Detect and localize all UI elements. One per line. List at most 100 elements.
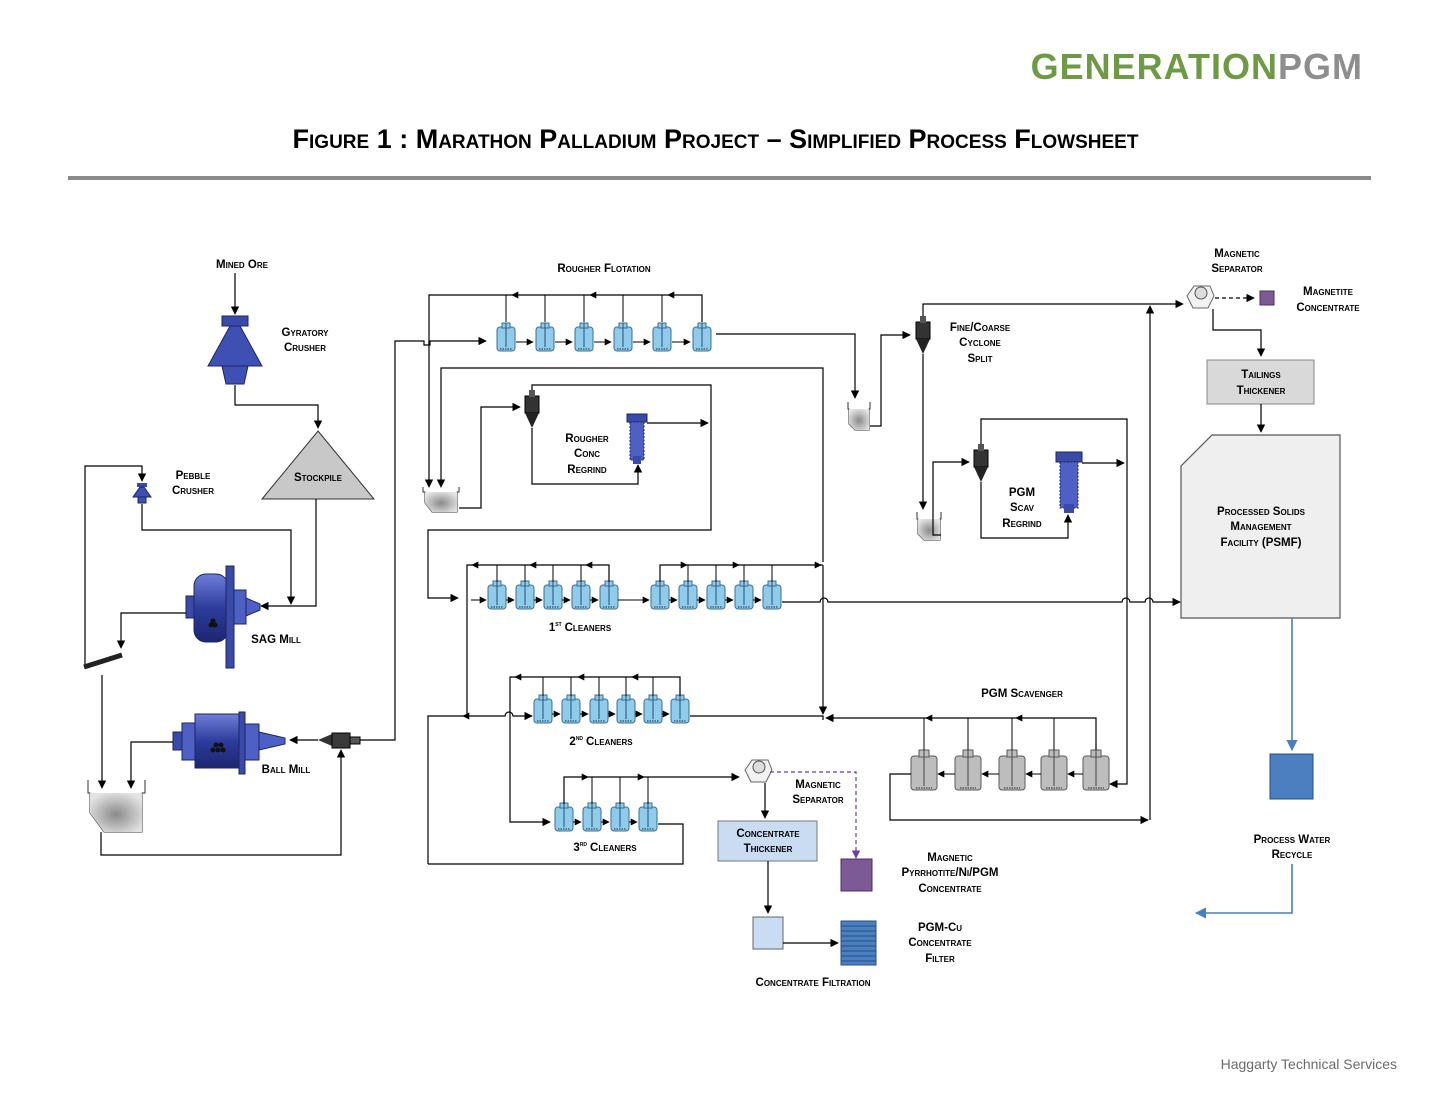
second-cleaner-cell [533,694,553,724]
first-cleaner-cell [678,580,698,610]
gyratory-crusher-icon [207,315,263,385]
ball-mill-icon [172,711,286,775]
label-concentrate-magnetic-separator-line1: Magnetic [795,779,841,791]
second-cleaner-cell [589,694,609,724]
rougher-cell [652,322,672,352]
label-pebble-crusher-line1: Pebble [176,470,211,482]
credit-text: Haggarty Technical Services [1220,1056,1397,1072]
psmf-facility-icon [1180,434,1341,619]
logo-part-pgm: PGM [1277,46,1363,87]
rougher-flotation-cells [496,322,712,352]
label-psmf-line1: Processed Solids [1217,506,1306,518]
rougher-tails-sump-icon [847,402,871,431]
label-concentrate-filtration: Concentrate Filtration [756,977,871,989]
pgm-scav-cyclone-icon [973,443,989,483]
third-cleaner-cells [554,802,658,832]
label-rougher-regrind-line1: Rougher [565,433,609,445]
title-divider [68,176,1371,180]
label-pebble-crusher-line2: Crusher [172,485,214,497]
concentrate-magnetic-separator-icon [744,759,773,783]
first-cleaners-number: 1 [549,622,556,634]
label-concentrate-magnetic-separator-line2: Separator [792,794,843,806]
rougher-cell [613,322,633,352]
label-process-water-line1: Process Water [1254,834,1331,846]
second-cleaner-cell [670,694,690,724]
concentrate-filtration-icon [752,916,784,950]
label-rougher-flotation: Rougher Flotation [557,263,651,275]
label-pgm-cu-line2: Concentrate [908,937,972,949]
company-logo: GENERATIONPGM [1031,46,1363,88]
first-cleaner-cell [543,580,563,610]
label-tailings-thickener-line1: Tailings [1241,369,1281,381]
first-cleaner-cell [650,580,670,610]
label-cyclone-split-line3: Split [967,353,992,365]
pgm-scav-regrind-sump-icon [916,512,942,541]
first-cleaner-cell [706,580,726,610]
label-psmf-line2: Management [1230,521,1291,533]
pgm-scav-regrind-mill-icon [1055,451,1083,513]
first-cleaner-cell [599,580,619,610]
grinding-cyclone-icon [318,732,361,749]
first-cleaner-cell [762,580,782,610]
third-cleaner-cell [582,802,602,832]
label-pgm-cu-line3: Filter [925,953,955,965]
pgm-scavenger-cell [954,749,982,791]
first-cleaner-cell [571,580,591,610]
first-cleaner-cells [487,580,782,610]
label-pgm-scav-regrind-line2: Scav [1010,502,1035,514]
label-magnetic-pyrrhotite-line2: Pyrrhotite/Ni/PGM [901,867,998,879]
rougher-cell [535,322,555,352]
rougher-cell [496,322,516,352]
first-cleaner-cell [487,580,507,610]
label-psmf-line3: Facility (PSMF) [1221,537,1302,549]
label-rougher-regrind-line2: Conc [574,448,600,460]
pebble-crusher-icon [132,483,152,504]
label-cyclone-split-line1: Fine/Coarse [950,322,1011,334]
third-cleaner-cell [610,802,630,832]
magnetite-concentrate-icon [1259,290,1275,306]
label-rougher-regrind-line3: Regrind [567,464,607,476]
pgm-scavenger-cell [998,749,1026,791]
stockpile-icon [260,430,376,500]
label-first-cleaners: 1st Cleaners [549,621,612,634]
fine-coarse-cyclone-icon [915,315,931,355]
rougher-regrind-sump-icon [422,487,460,513]
sag-mill-icon [185,565,261,669]
rougher-cell [692,322,712,352]
label-magnetite-concentrate-line1: Magnetite [1303,286,1354,298]
rougher-regrind-cyclone-icon [524,389,540,429]
label-magnetic-separator-line2: Separator [1211,263,1262,275]
third-cleaners-suffix: rd [580,841,588,848]
pgm-scavenger-cell [1082,749,1110,791]
second-cleaner-cell [616,694,636,724]
label-pgm-scav-regrind-line1: PGM [1009,487,1035,499]
label-pgm-scavenger: PGM Scavenger [981,688,1063,700]
first-cleaner-cell [734,580,754,610]
first-cleaners-suffix: st [555,621,561,628]
label-concentrate-thickener-line2: Thickener [744,843,793,855]
label-mined-ore: Mined Ore [216,259,269,271]
label-pgm-scav-regrind-line3: Regrind [1002,518,1042,530]
rougher-regrind-mill-icon [626,413,648,464]
second-cleaner-cells [533,694,690,724]
logo-part-generation: GENERATION [1030,46,1278,87]
label-magnetic-separator-line1: Magnetic [1214,248,1260,260]
label-stockpile: Stockpile [294,472,343,484]
mill-discharge-sump-icon [87,780,146,833]
third-cleaners-number: 3 [573,842,579,854]
label-sag-mill: SAG Mill [251,634,301,646]
label-ball-mill: Ball Mill [262,764,311,776]
label-concentrate-thickener-line1: Concentrate [736,828,800,840]
label-magnetite-concentrate-line2: Concentrate [1296,302,1360,314]
second-cleaners-suffix: nd [576,735,584,742]
label-process-water-line2: Recycle [1272,849,1313,861]
label-magnetic-pyrrhotite-line3: Concentrate [918,883,982,895]
discharge-screen-icon [83,652,123,670]
first-cleaners-text: Cleaners [565,622,612,634]
pgm-scavenger-cells [910,749,1110,791]
third-cleaner-cell [554,802,574,832]
pgm-scavenger-cell [1040,749,1068,791]
